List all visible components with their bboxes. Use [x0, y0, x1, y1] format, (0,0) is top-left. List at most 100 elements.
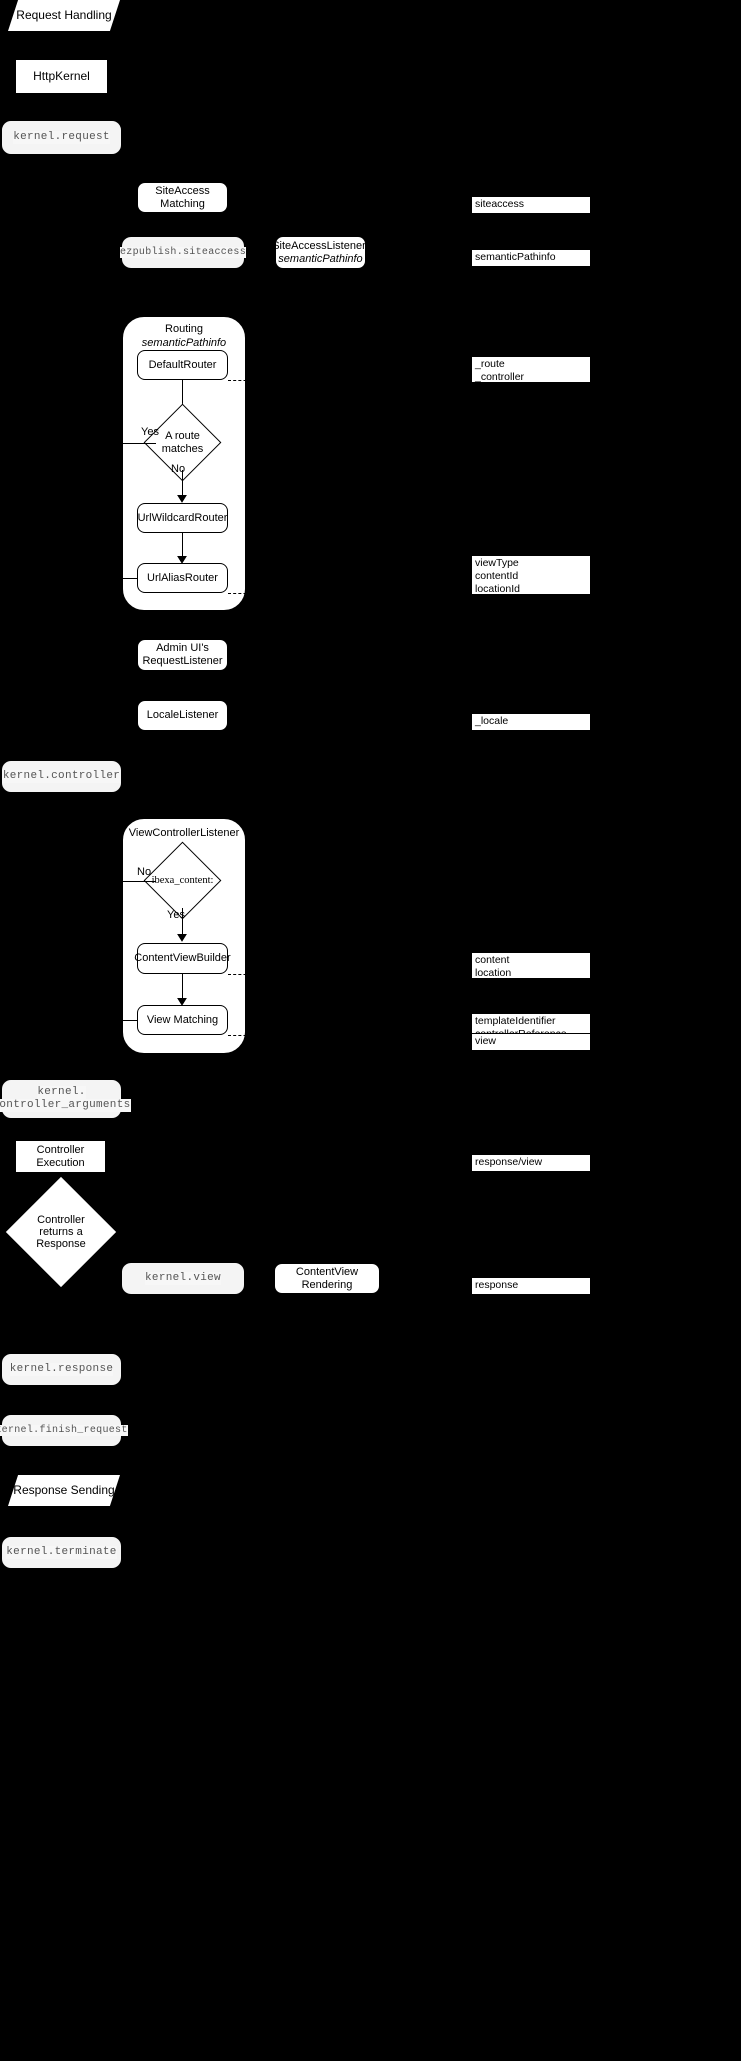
decision-crr-line2: returns a — [39, 1225, 83, 1238]
process-urlwildcard-router-label: UrlWildcardRouter — [137, 511, 228, 524]
arrowhead-viewmatching — [177, 998, 187, 1006]
attr-locale: _locale — [471, 713, 591, 731]
attr-locale-line-0: _locale — [475, 715, 509, 727]
banner-request-handling-label: Request Handling — [16, 7, 112, 22]
process-admin-ui-line1: Admin UI's — [156, 642, 209, 655]
dash-contentviewbuilder — [228, 974, 262, 975]
attr-viewtype-line-1: contentId — [475, 569, 519, 582]
event-kernel-response-label: kernel.response — [9, 1363, 114, 1376]
process-contentview-rendering: ContentView Rendering — [274, 1263, 380, 1294]
banner-response-sending-label: Response Sending — [13, 1482, 115, 1497]
process-view-matching-label: View Matching — [146, 1013, 219, 1026]
connector-route-no — [182, 470, 183, 498]
event-kernel-controller: kernel.controller — [2, 761, 121, 792]
process-locale-listener: LocaleListener — [137, 700, 228, 731]
event-kernel-view-label: kernel.view — [145, 1272, 221, 1285]
event-kernel-controller-arguments: kernel. controller_arguments — [0, 1080, 131, 1118]
process-default-router: DefaultRouter — [137, 350, 228, 380]
decision-route-matches: A route matches — [143, 403, 222, 482]
process-content-view-builder: ContentViewBuilder — [134, 943, 231, 974]
dash-urlalias — [228, 593, 262, 594]
process-contentview-rendering-label: ContentView Rendering — [295, 1265, 359, 1291]
process-content-view-builder-label: ContentViewBuilder — [134, 952, 231, 965]
edge-label-route-yes: Yes — [141, 426, 159, 438]
attr-view: view — [471, 1033, 591, 1051]
attr-template-controller-line-0: templateIdentifier — [475, 1015, 556, 1027]
process-view-matching: View Matching — [137, 1005, 228, 1035]
process-urlalias-router-label: UrlAliasRouter — [147, 571, 218, 584]
attr-content-location-line-1: location — [475, 966, 512, 979]
attr-content-location: content location — [471, 952, 591, 979]
decision-crr-line3: Response — [36, 1238, 86, 1251]
edge-label-ibexa-yes: Yes — [167, 909, 185, 921]
connector-ibexa-no — [122, 881, 156, 882]
event-kernel-response: kernel.response — [2, 1354, 121, 1385]
process-siteaccess-matching-label: SiteAccess Matching — [155, 184, 210, 210]
event-kernel-terminate: kernel.terminate — [2, 1537, 121, 1568]
event-kernel-view: kernel.view — [122, 1263, 244, 1294]
dash-default-router — [228, 380, 262, 381]
decision-ibexa-content-line1: ibexa_content: — [151, 874, 214, 886]
dash-viewmatching — [228, 1035, 262, 1036]
attr-response-view: response/view — [471, 1154, 591, 1172]
attr-route-controller: _route _controller — [471, 356, 591, 383]
connector-urlalias-left — [122, 578, 138, 579]
connector-urlwildcard-urlalias — [182, 533, 183, 561]
event-kernel-finish-request: kernel.finish_request — [0, 1415, 128, 1446]
attr-siteaccess-line-0: siteaccess — [475, 198, 525, 210]
attr-semanticpathinfo: semanticPathinfo — [471, 249, 591, 267]
process-urlalias-router: UrlAliasRouter — [137, 563, 228, 593]
process-siteaccess-listener-line2: semanticPathinfo — [278, 252, 363, 265]
process-admin-ui-line2: RequestListener — [142, 655, 223, 667]
attr-viewtype-line-0: viewType — [475, 557, 519, 569]
attr-siteaccess: siteaccess — [471, 196, 591, 214]
connector-defaultrouter-decision — [182, 380, 183, 412]
edge-label-route-no: No — [171, 463, 186, 475]
attr-route-controller-line-1: _controller — [475, 370, 525, 383]
group-view-controller-listener-title: ViewControllerListener — [128, 827, 240, 839]
decision-crr-line1: Controller — [37, 1213, 85, 1226]
decision-ibexa-content-label: ibexa_content: — [152, 853, 214, 908]
attr-content-location-line-0: content — [475, 954, 510, 966]
process-siteaccess-listener-line1: SiteAccessListener: — [272, 239, 369, 252]
connector-ibexa-yes — [182, 908, 183, 936]
process-siteaccess-matching: SiteAccess Matching — [137, 182, 228, 213]
event-kernel-finish-request-label: kernel.finish_request — [0, 1424, 128, 1437]
attr-view-line-0: view — [475, 1035, 497, 1047]
decision-controller-returns-response-label: Controller returns a Response — [22, 1193, 100, 1271]
event-ezpublish-siteaccess-label: ezpublish.siteaccess — [119, 246, 247, 259]
phase-controller-execution-label: Controller Execution — [36, 1143, 85, 1169]
arrowhead-contentviewbuilder — [177, 934, 187, 942]
attr-response-view-line-0: response/view — [475, 1156, 543, 1168]
banner-response-sending: Response Sending — [8, 1475, 120, 1506]
phase-httpkernel-label: HttpKernel — [33, 68, 90, 83]
connector-route-yes — [122, 443, 156, 444]
group-routing-title-italic: semanticPathinfo — [141, 336, 227, 349]
attr-viewtype: viewType contentId locationId — [471, 555, 591, 595]
edge-label-ibexa-no: No — [137, 866, 152, 878]
phase-httpkernel: HttpKernel — [16, 60, 107, 93]
attr-response-line-0: response — [475, 1279, 519, 1291]
attr-viewtype-line-2: locationId — [475, 582, 520, 595]
event-kernel-terminate-label: kernel.terminate — [6, 1546, 117, 1559]
decision-route-matches-label: A route matches — [155, 415, 210, 470]
process-urlwildcard-router: UrlWildcardRouter — [137, 503, 228, 533]
attr-semanticpathinfo-line-0: semanticPathinfo — [475, 251, 556, 263]
connector-viewmatching-left — [122, 1020, 138, 1021]
process-admin-ui-request-listener: Admin UI's RequestListener — [137, 639, 228, 671]
attr-response: response — [471, 1277, 591, 1295]
decision-route-matches-line2: matches — [161, 442, 204, 455]
process-default-router-label: DefaultRouter — [148, 358, 217, 371]
decision-ibexa-content: ibexa_content: — [143, 841, 222, 920]
event-ezpublish-siteaccess: ezpublish.siteaccess — [119, 237, 247, 268]
decision-route-matches-line1: A route — [165, 430, 200, 443]
banner-request-handling: Request Handling — [8, 0, 120, 31]
event-kernel-request-label: kernel.request — [13, 131, 110, 144]
arrowhead-urlwildcard — [177, 495, 187, 503]
phase-controller-execution: Controller Execution — [16, 1141, 105, 1172]
event-kernel-controller-arguments-line1: kernel. — [37, 1086, 86, 1099]
arrowhead-urlalias — [177, 556, 187, 564]
decision-controller-returns-response: Controller returns a Response — [5, 1176, 117, 1288]
event-kernel-controller-arguments-line2: controller_arguments — [0, 1099, 131, 1112]
